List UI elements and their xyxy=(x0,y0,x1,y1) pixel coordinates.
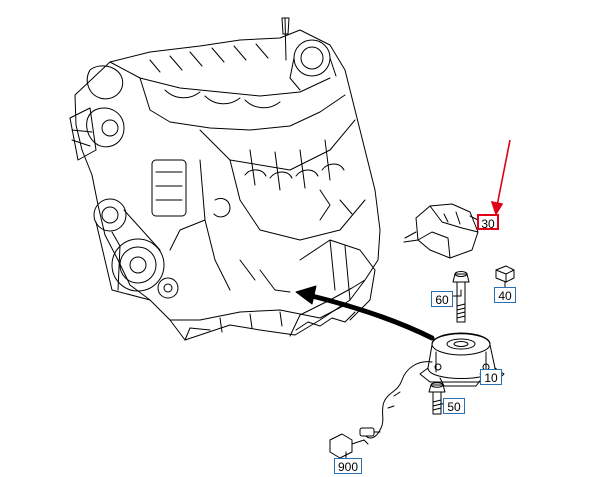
part-callout-900[interactable]: 900 xyxy=(334,458,362,474)
mount-pointer-arrow xyxy=(309,293,435,341)
part-callout-40[interactable]: 40 xyxy=(494,287,516,303)
nut-drawing xyxy=(495,265,515,283)
part-callout-60[interactable]: 60 xyxy=(431,291,453,307)
engine-mount-drawing xyxy=(419,332,505,387)
part-callout-30[interactable]: 30 xyxy=(477,214,499,231)
part-callout-50[interactable]: 50 xyxy=(443,398,465,414)
mount-pointer-arrowhead xyxy=(295,285,317,305)
highlight-arrow xyxy=(490,139,511,216)
engine-block-drawing xyxy=(69,17,381,341)
heat-shield-drawing xyxy=(403,203,479,259)
sensor-cable-drawing xyxy=(329,361,433,459)
bolt-long-drawing xyxy=(452,271,470,323)
part-callout-10[interactable]: 10 xyxy=(480,369,502,385)
